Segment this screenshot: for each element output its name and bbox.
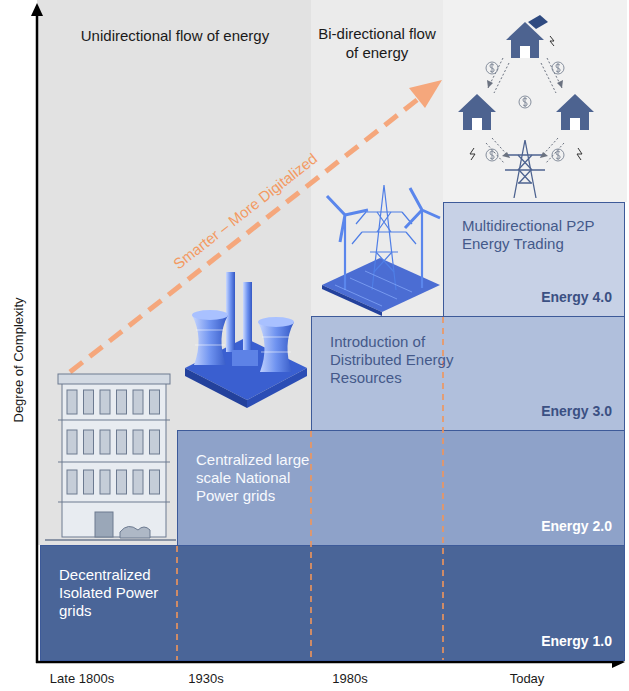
coin-symbol: [486, 62, 564, 161]
pylon-small: [505, 140, 545, 198]
trend-label: Smarter – More Digitalized: [169, 149, 321, 273]
turbine: [327, 188, 440, 290]
wind-illustration: [322, 185, 440, 316]
era-description: Introduction of Distributed Energy Resou…: [330, 333, 468, 387]
multidirectional-region: [443, 0, 627, 202]
era-title: Energy 3.0: [541, 402, 612, 420]
axis-tick-label: 1980s: [332, 669, 367, 688]
column-heading: Bi-directional flow of energy: [313, 24, 441, 62]
axis-tick-label: Today: [510, 669, 545, 688]
power-plant-illustration: [185, 272, 307, 408]
trend-arrowhead: [409, 80, 442, 108]
lightning-symbol: [470, 36, 582, 160]
era-title: Energy 1.0: [541, 632, 612, 650]
era-description: Centralized large scale National Power g…: [196, 451, 324, 505]
era-band: Decentralized Isolated Power gridsEnergy…: [40, 545, 625, 661]
era-band: Centralized large scale National Power g…: [177, 430, 625, 546]
era-divider: [177, 317, 443, 660]
era-title: Energy 2.0: [541, 517, 612, 535]
axis-tick-label: 1930s: [188, 669, 223, 688]
era-title: Energy 4.0: [541, 288, 612, 306]
column-heading: Unidirectional flow of energy: [70, 26, 280, 45]
axis-tick-label: Late 1800s: [50, 669, 114, 688]
trade-arrows: [486, 58, 564, 163]
p2p-illustration: [458, 15, 594, 198]
era-description: Decentralized Isolated Power grids: [59, 566, 184, 620]
y-axis-arrowhead: [31, 3, 43, 16]
era-band: Multidirectional P2P Energy TradingEnerg…: [443, 202, 625, 317]
factory-illustration: [45, 374, 176, 540]
era-description: Multidirectional P2P Energy Trading: [462, 217, 612, 253]
pylon: [352, 185, 416, 290]
era-band: Introduction of Distributed Energy Resou…: [311, 316, 625, 431]
trend-arrow: [70, 96, 422, 372]
axis-title: Degree of Complexity: [9, 298, 28, 423]
bidirectional-region: [311, 0, 443, 316]
